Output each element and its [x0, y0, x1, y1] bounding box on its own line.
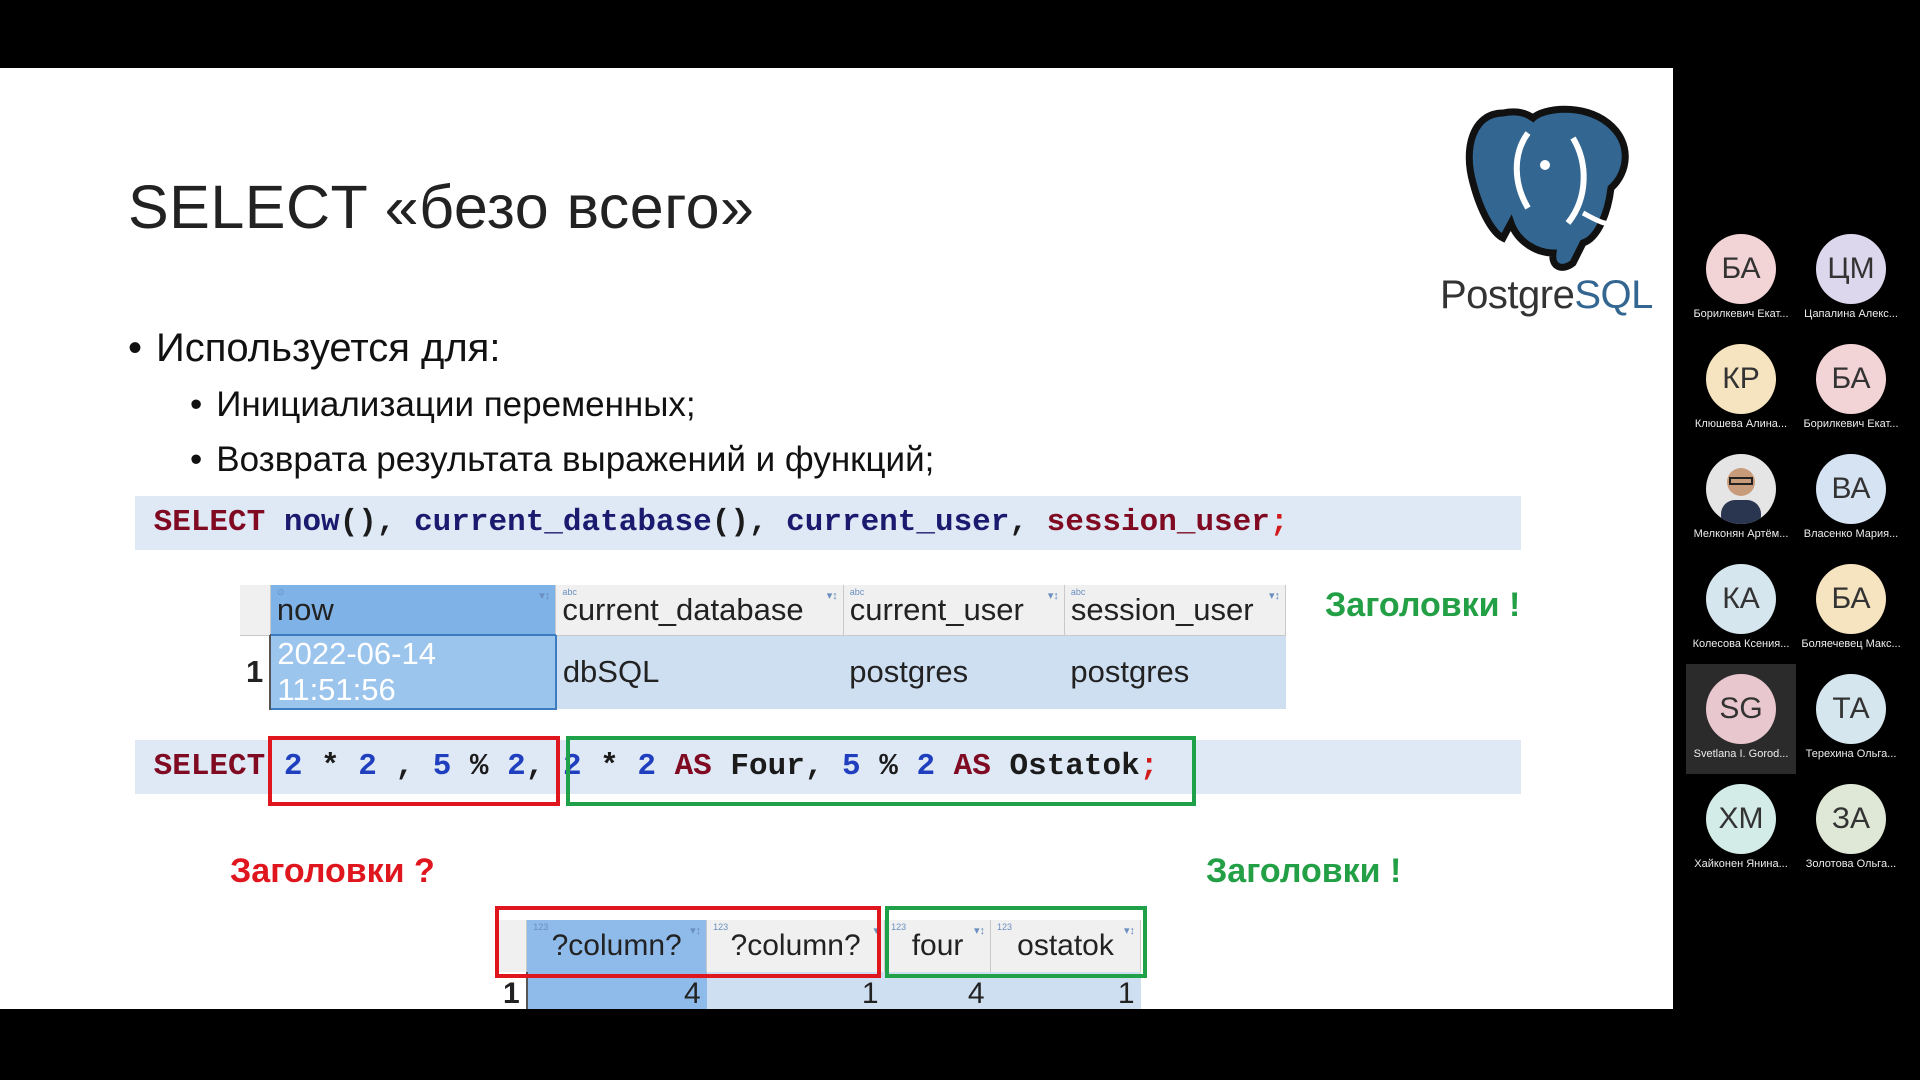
label-headers-question: Заголовки ?	[230, 852, 435, 890]
participant-name: Колесова Ксения...	[1692, 638, 1790, 650]
avatar: ЦМ	[1816, 234, 1886, 304]
participant-tile[interactable]: Мелконян Артём...	[1686, 444, 1796, 554]
avatar: ТА	[1816, 674, 1886, 744]
table-row: 1 2022-06-14 11:51:56 dbSQL postgres pos…	[240, 634, 1286, 710]
presentation-slide: SELECT «безо всего» PostgreSQL •Использу…	[0, 68, 1673, 1009]
cell-four[interactable]: 4	[884, 972, 991, 1009]
row-number: 1	[497, 972, 528, 1009]
participant-name: Терехина Ольга...	[1805, 748, 1897, 760]
avatar: КА	[1706, 564, 1776, 634]
participant-tile[interactable]: БА Борилкевич Екат...	[1686, 224, 1796, 334]
avatar: ВА	[1816, 454, 1886, 524]
bullet-sub-2: •Возврата результата выражений и функций…	[190, 440, 935, 479]
participant-name: Цапалина Алекс...	[1804, 308, 1898, 320]
postgresql-elephant-logo	[1465, 105, 1629, 271]
cell-current-user[interactable]: postgres	[843, 635, 1065, 709]
bullet-main: •Используется для:	[128, 326, 501, 370]
bullet-sub-1: •Инициализации переменных;	[190, 385, 696, 424]
cell-now[interactable]: 2022-06-14 11:51:56	[269, 634, 557, 710]
participant-tile[interactable]: БА Боляечевец Макс...	[1796, 554, 1906, 664]
table-row: 1 4 1 4 1	[497, 972, 1141, 1009]
avatar: SG	[1706, 674, 1776, 744]
avatar-photo	[1706, 454, 1776, 524]
participant-name: Борилкевич Екат...	[1693, 308, 1789, 320]
participant-tile[interactable]: КР Клюшева Алина...	[1686, 334, 1796, 444]
slide-title: SELECT «безо всего»	[128, 173, 755, 241]
column-header-column-1[interactable]: 123?column?▾↕	[526, 920, 708, 972]
column-header-column-2[interactable]: 123?column?▾	[706, 920, 886, 972]
postgresql-wordmark: PostgreSQL	[1440, 273, 1653, 317]
sql-query-1: SELECT now(), current_database(), curren…	[135, 496, 1521, 550]
participant-name: Svetlana I. Gorod...	[1693, 748, 1789, 760]
highlight-green-aliases	[566, 736, 1196, 806]
label-headers-ok-2: Заголовки !	[1206, 852, 1402, 890]
participant-tile[interactable]: БА Борилкевич Екат...	[1796, 334, 1906, 444]
avatar: ХМ	[1706, 784, 1776, 854]
participant-tile[interactable]: ЗА Золотова Ольга...	[1796, 774, 1906, 884]
participant-tile[interactable]: ВА Власенко Мария...	[1796, 444, 1906, 554]
participant-tile[interactable]: ЦМ Цапалина Алекс...	[1796, 224, 1906, 334]
participant-name: Борилкевич Екат...	[1803, 418, 1899, 430]
avatar: БА	[1706, 234, 1776, 304]
cell-session-user[interactable]: postgres	[1064, 635, 1286, 709]
grid-corner	[497, 920, 528, 972]
participant-name: Золотова Ольга...	[1805, 858, 1897, 870]
avatar: КР	[1706, 344, 1776, 414]
cell-ostatok[interactable]: 1	[990, 972, 1141, 1009]
participant-name: Хайконен Янина...	[1694, 858, 1788, 870]
participant-name: Клюшева Алина...	[1694, 418, 1788, 430]
avatar: БА	[1816, 344, 1886, 414]
highlight-green-alias-headers	[885, 906, 1147, 978]
label-headers-ok-1: Заголовки !	[1325, 586, 1521, 624]
participant-tile[interactable]: ХМ Хайконен Янина...	[1686, 774, 1796, 884]
cell-current-database[interactable]: dbSQL	[555, 635, 844, 709]
avatar: ЗА	[1816, 784, 1886, 854]
participant-tile-active-speaker[interactable]: SG Svetlana I. Gorod...	[1686, 664, 1796, 774]
participant-name: Боляечевец Макс...	[1801, 638, 1901, 650]
cell-column-2[interactable]: 1	[706, 972, 885, 1009]
avatar: БА	[1816, 564, 1886, 634]
highlight-red-expressions	[268, 736, 560, 806]
highlight-red-column-headers	[495, 906, 881, 978]
participant-name: Власенко Мария...	[1803, 528, 1899, 540]
participant-tile[interactable]: ТА Терехина Ольга...	[1796, 664, 1906, 774]
grid-corner	[240, 585, 271, 636]
participant-tile[interactable]: КА Колесова Ксения...	[1686, 554, 1796, 664]
sql-query-2: SELECT 2 * 2 , 5 % 2, 2 * 2 AS Four, 5 %…	[135, 740, 1521, 794]
row-number: 1	[240, 635, 272, 709]
cell-column-1[interactable]: 4	[526, 972, 707, 1009]
participant-name: Мелконян Артём...	[1693, 528, 1789, 540]
column-header-now[interactable]: ⊙now▾↕	[270, 585, 557, 636]
